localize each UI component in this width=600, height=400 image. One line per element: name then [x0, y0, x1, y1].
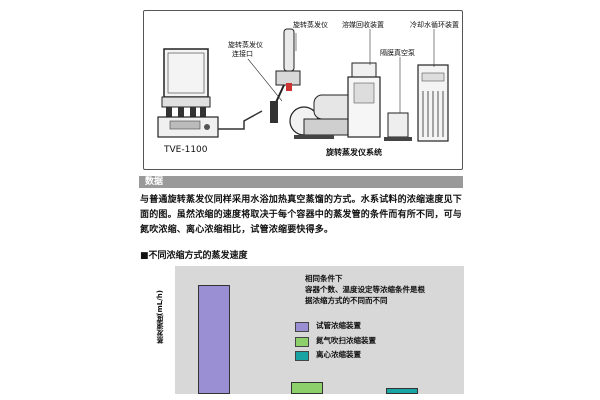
equipment-diagram: 旋转蒸发仪 溶媒回收装置 冷却水循环装置 旋转蒸发仪 连接口 隔膜真空泵 TVE… [143, 10, 463, 170]
solvent-recovery-icon [347, 62, 381, 138]
label-connector-line2: 连接口 [232, 50, 253, 58]
label-vacuum-pump: 隔膜真空泵 [380, 49, 415, 57]
label-rotary-evaporator: 旋转蒸发仪 [293, 21, 328, 29]
legend-swatch [295, 337, 309, 347]
bar-nitrogen [291, 382, 323, 394]
section-title: 数据 [145, 177, 164, 187]
label-chiller: 冷却水循环装置 [410, 21, 459, 29]
section-header: 数据 [139, 176, 463, 188]
vacuum-pump-icon [384, 112, 412, 141]
chiller-icon [417, 64, 449, 142]
description-paragraph: 与普通旋转蒸发仪同样采用水浴加热真空蒸馏的方式。水系试料的浓缩速度见下面的图。虽… [140, 195, 463, 235]
bar-test-tube [198, 285, 230, 394]
label-solvent-recovery: 溶媒回收装置 [342, 21, 384, 29]
label-connector-line1: 旋转蒸发仪 [228, 41, 263, 49]
annotation-line-1: 相同条件下 [305, 274, 343, 283]
bar-centrifuge [386, 388, 418, 394]
legend-swatch [295, 322, 309, 332]
annotation-line-2: 容器个数、温度设定等浓缩条件是根 [305, 285, 425, 294]
legend-label: 氮气吹扫浓缩装置 [316, 336, 376, 345]
chart-title: ■不同浓缩方式的蒸发速度 [140, 251, 248, 261]
equipment-illustration [157, 28, 449, 142]
legend-swatch [295, 351, 309, 361]
legend-label: 试管浓缩装置 [316, 321, 361, 330]
legend-label: 离心浓缩装置 [316, 350, 361, 359]
chart-annotation: 相同条件下 容器个数、温度设定等浓缩条件是根 据浓缩方式的不同而不同 [305, 273, 425, 306]
label-system-caption: 旋转蒸发仪系统 [326, 148, 382, 157]
annotation-line-3: 据浓缩方式的不同而不同 [305, 296, 388, 305]
label-model: TVE-1100 [164, 145, 208, 155]
y-axis-label: 蒸发速度(mL/h) [156, 290, 164, 344]
tve-1100-unit-icon [157, 48, 219, 138]
